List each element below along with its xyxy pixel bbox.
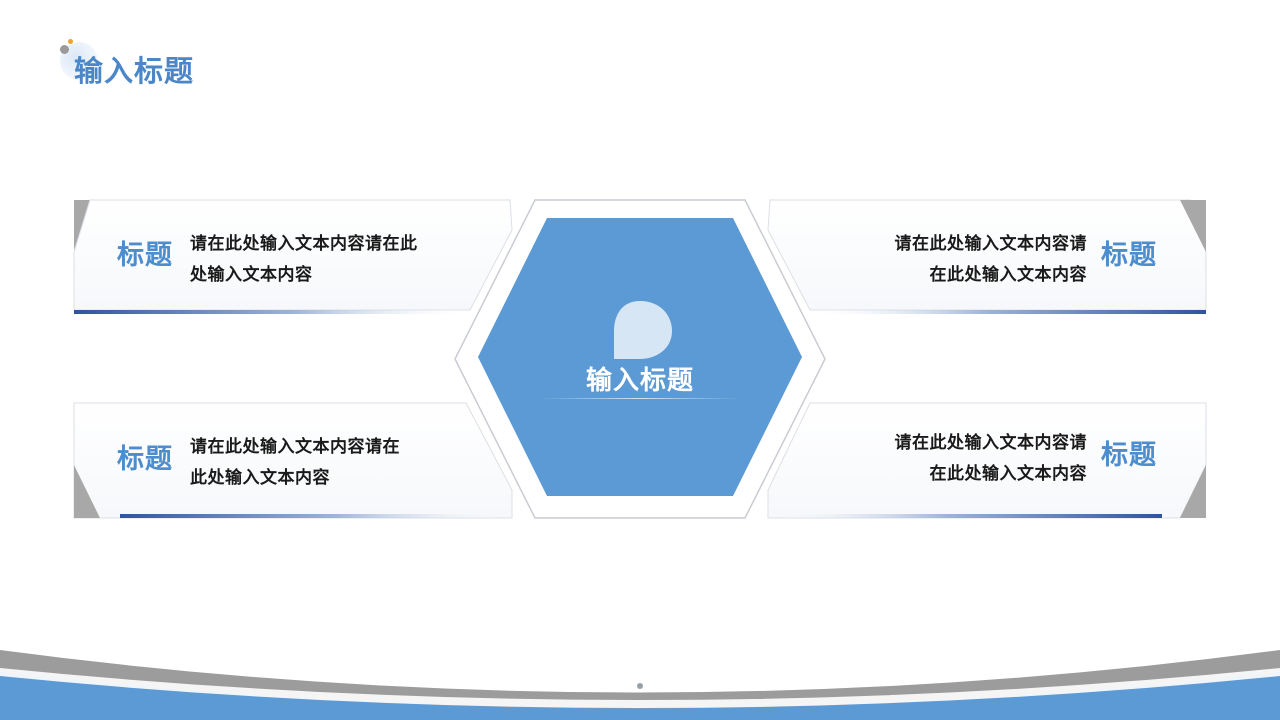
center-title: 输入标题 <box>585 366 694 396</box>
card-text: 请在此处输入文本内容请 在此处输入文本内容 <box>800 229 1087 291</box>
card-underline-bar <box>74 310 474 314</box>
gray-wedge <box>1180 200 1206 252</box>
card-bottom-right-shape <box>767 402 1207 519</box>
card-top-left-shape <box>73 199 513 314</box>
card-underline-bar <box>120 514 510 518</box>
page-title: 输入标题 <box>74 54 195 88</box>
card-title: 标题 <box>117 444 173 475</box>
title-decor-dot <box>60 45 69 54</box>
card-text-line: 请在此处输入文本内容请在此 <box>190 234 418 254</box>
card-text: 请在此处输入文本内容请在此 处输入文本内容 <box>190 229 480 291</box>
card-bottom-left-shape <box>73 402 513 519</box>
title-decor-dot-accent <box>68 39 73 44</box>
card-title: 标题 <box>117 240 173 271</box>
watermark-icon <box>614 301 672 359</box>
card-title: 标题 <box>1101 240 1157 271</box>
center-divider <box>538 398 742 399</box>
card-text-line: 在此处输入文本内容 <box>929 464 1087 484</box>
card-text-line: 请在此处输入文本内容请 <box>894 234 1087 254</box>
card-text: 请在此处输入文本内容请在 此处输入文本内容 <box>190 432 480 494</box>
bottom-wave-blue <box>0 672 1280 720</box>
card-underline-bar <box>806 310 1206 314</box>
card-text-line: 此处输入文本内容 <box>190 468 330 488</box>
card-title: 标题 <box>1101 440 1157 471</box>
card-underline-bar <box>770 514 1162 518</box>
card-top-right-shape <box>767 199 1207 314</box>
card-text: 请在此处输入文本内容请 在此处输入文本内容 <box>800 428 1087 490</box>
card-text-line: 在此处输入文本内容 <box>929 265 1087 285</box>
card-text-line: 处输入文本内容 <box>190 265 313 285</box>
page-indicator-dot[interactable] <box>637 683 643 689</box>
card-text-line: 请在此处输入文本内容请在 <box>190 437 400 457</box>
gray-wedge <box>74 465 100 518</box>
gray-wedge <box>1180 465 1206 518</box>
card-text-line: 请在此处输入文本内容请 <box>894 433 1087 453</box>
